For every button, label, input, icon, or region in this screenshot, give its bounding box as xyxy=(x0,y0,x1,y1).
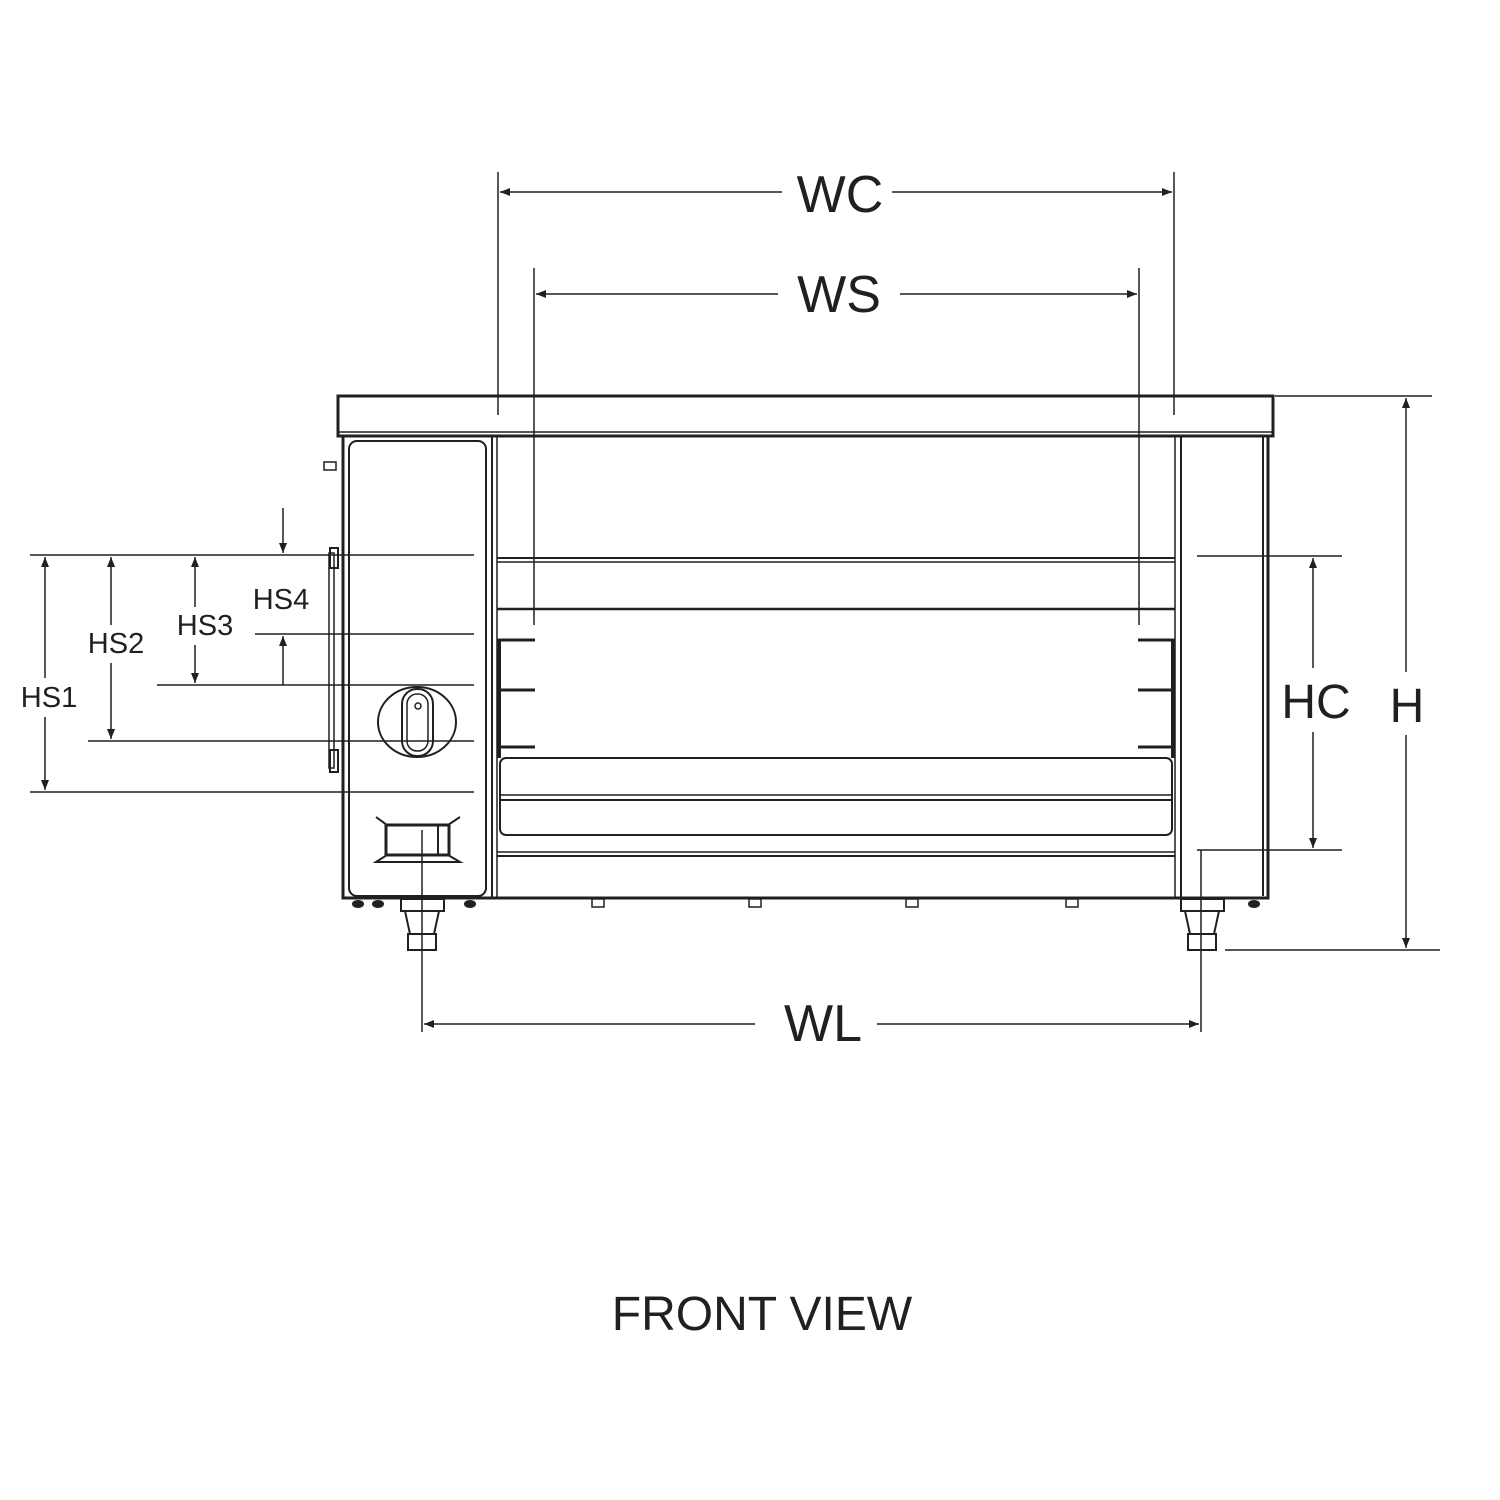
power-switch[interactable] xyxy=(372,816,464,863)
dimension-h: H xyxy=(1225,395,1440,951)
wl-label: WL xyxy=(784,995,862,1053)
foot-right xyxy=(1180,898,1225,951)
hs1-label: HS1 xyxy=(21,682,77,714)
hs3-label: HS3 xyxy=(177,610,233,642)
drip-tray xyxy=(499,757,1173,836)
bottom-bolts xyxy=(352,898,1260,908)
side-handle xyxy=(328,547,339,773)
control-knob[interactable] xyxy=(377,686,457,758)
dimension-wl: WL xyxy=(424,995,1199,1053)
body-outline xyxy=(341,434,1270,900)
view-title: FRONT VIEW xyxy=(612,1288,913,1341)
hs4-label: HS4 xyxy=(253,584,309,616)
control-panel xyxy=(348,440,487,897)
shelf xyxy=(497,557,1175,611)
ws-label: WS xyxy=(797,266,881,324)
wc-label: WC xyxy=(797,166,884,224)
top-cap xyxy=(336,394,1275,438)
hc-label: HC xyxy=(1281,676,1350,729)
hs2-label: HS2 xyxy=(88,628,144,660)
side-pin xyxy=(323,461,337,471)
dimension-wc: WC xyxy=(497,166,1175,415)
appliance xyxy=(323,394,1275,951)
dimension-ws: WS xyxy=(533,266,1140,625)
rack-rails xyxy=(497,638,1175,758)
dimension-hc: HC xyxy=(421,555,1351,1032)
dimension-hs: HS1 HS2 HS3 HS4 xyxy=(21,508,474,793)
h-label: H xyxy=(1390,680,1425,733)
